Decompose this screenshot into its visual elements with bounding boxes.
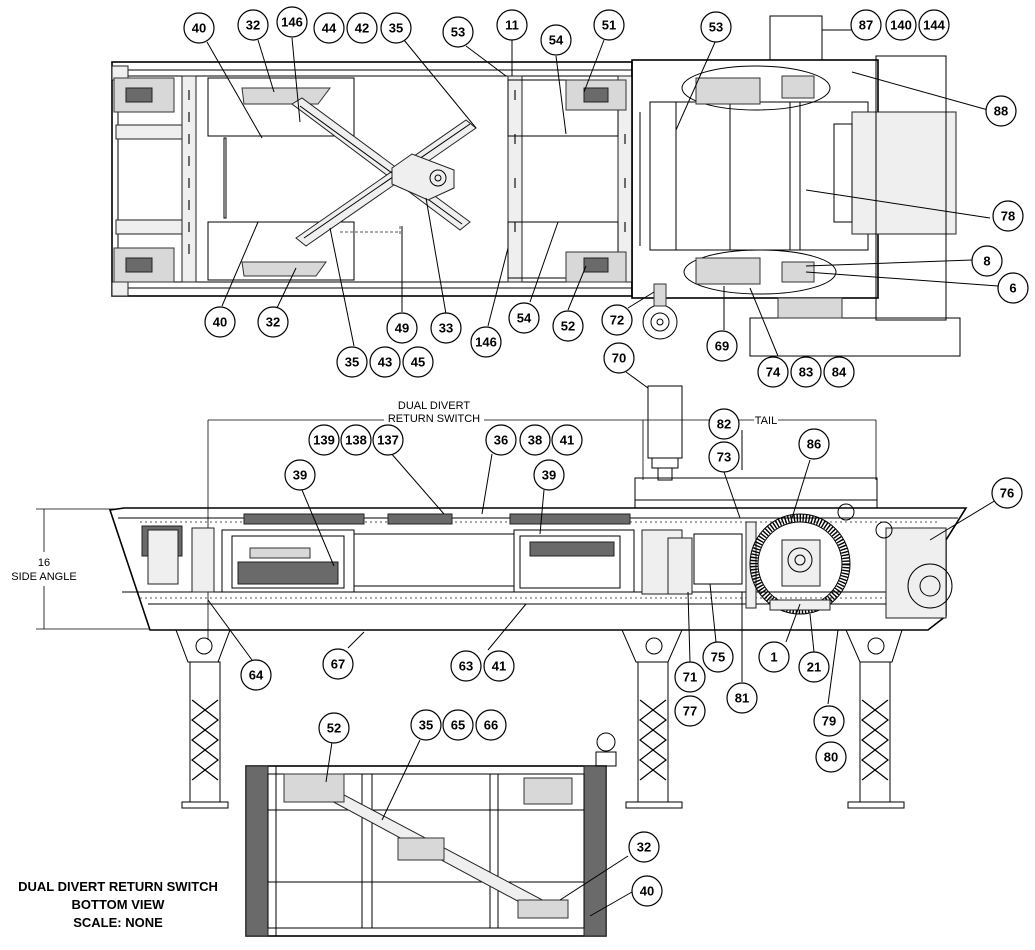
balloon-label: 53: [709, 20, 723, 35]
balloon-label: 81: [735, 691, 749, 706]
balloon-label: 39: [542, 468, 556, 483]
return-switch-dim-line2: RETURN SWITCH: [388, 413, 480, 425]
balloon-label: 70: [612, 351, 626, 366]
balloon-label: 66: [484, 718, 498, 733]
bottom-view-title-line1: DUAL DIVERT RETURN SWITCH: [18, 879, 218, 894]
balloon-label: 38: [528, 433, 542, 448]
balloon-label: 80: [824, 750, 838, 765]
balloon-label: 36: [494, 433, 508, 448]
balloon-label: 75: [711, 650, 725, 665]
balloon-label: 79: [822, 714, 836, 729]
balloon-label: 1: [770, 650, 777, 665]
balloon-label: 146: [281, 15, 303, 30]
balloon-label: 33: [439, 321, 453, 336]
balloon-label: 54: [517, 311, 532, 326]
balloon-label: 67: [331, 657, 345, 672]
balloon-label: 71: [683, 670, 697, 685]
balloon-label: 146: [475, 335, 497, 350]
tail-dim-label: TAIL: [755, 415, 777, 427]
balloon-label: 44: [322, 21, 337, 36]
balloon-label: 41: [560, 433, 574, 448]
balloon-label: 32: [266, 315, 280, 330]
balloon-label: 32: [246, 18, 260, 33]
balloon-label: 21: [807, 660, 821, 675]
balloon-label: 137: [377, 433, 399, 448]
side-view: [36, 385, 968, 809]
balloon-label: 40: [192, 21, 206, 36]
leader-lines: [206, 29, 999, 917]
balloon-label: 39: [293, 468, 307, 483]
balloon-label: 40: [640, 884, 654, 899]
balloon-label: 52: [327, 721, 341, 736]
balloon-label: 51: [602, 18, 616, 33]
balloon-label: 144: [923, 18, 945, 33]
balloon-label: 40: [213, 315, 227, 330]
balloon-label: 84: [832, 365, 847, 380]
balloon-label: 73: [717, 450, 731, 465]
balloon-label: 45: [411, 355, 425, 370]
bottom-view-title-line2: BOTTOM VIEW: [72, 897, 166, 912]
balloon-label: 52: [561, 319, 575, 334]
balloon-label: 41: [492, 659, 506, 674]
balloon-label: 76: [1000, 486, 1014, 501]
balloon-label: 78: [1001, 209, 1015, 224]
balloon-label: 65: [451, 718, 465, 733]
balloon-label: 53: [451, 25, 465, 40]
balloon-label: 83: [799, 365, 813, 380]
balloon-label: 64: [249, 668, 264, 683]
balloon-label: 6: [1009, 281, 1016, 296]
balloon-label: 140: [890, 18, 912, 33]
balloon-label: 35: [345, 355, 359, 370]
side-angle-dim-value: 16: [38, 557, 50, 569]
balloon-label: 49: [395, 321, 409, 336]
balloon-label: 82: [717, 417, 731, 432]
balloon-label: 74: [766, 365, 781, 380]
balloon-label: 63: [459, 659, 473, 674]
bottom-view-title-line3: SCALE: NONE: [73, 915, 163, 930]
return-switch-dim-line1: DUAL DIVERT: [398, 400, 470, 412]
balloon-label: 35: [419, 718, 433, 733]
balloon-label: 69: [715, 339, 729, 354]
balloon-label: 11: [505, 18, 519, 33]
balloon-label: 87: [859, 18, 873, 33]
bottom-view: [245, 732, 617, 937]
balloon-label: 35: [389, 21, 403, 36]
balloon-label: 32: [637, 840, 651, 855]
balloon-label: 138: [345, 433, 367, 448]
balloon-label: 8: [983, 254, 990, 269]
balloon-label: 72: [610, 313, 624, 328]
side-angle-dim-label: SIDE ANGLE: [11, 571, 76, 583]
top-view: [111, 15, 961, 357]
balloon-label: 77: [683, 704, 697, 719]
balloon-label: 43: [378, 355, 392, 370]
balloon-label: 86: [807, 437, 821, 452]
balloon-label: 88: [994, 104, 1008, 119]
balloon-label: 139: [313, 433, 335, 448]
balloon-label: 42: [355, 21, 369, 36]
balloon-label: 54: [549, 33, 564, 48]
balloons: [183, 6, 1029, 907]
